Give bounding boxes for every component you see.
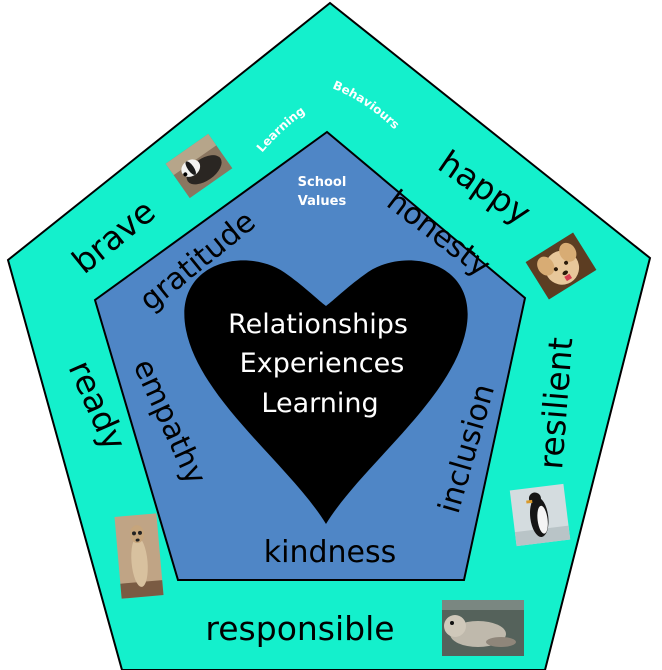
dog-icon — [525, 232, 597, 300]
value-kindness: kindness — [264, 535, 397, 570]
heart-shape — [184, 260, 468, 524]
otter-icon — [442, 600, 524, 656]
behaviour-responsible: responsible — [205, 609, 394, 648]
school-values-title-line-1: School — [298, 175, 347, 190]
badger-icon — [165, 133, 233, 199]
penguin-icon — [509, 483, 571, 547]
heart-line-relationships: Relationships — [228, 309, 408, 340]
heart-line-learning: Learning — [261, 388, 378, 419]
heart-line-experiences: Experiences — [240, 348, 405, 379]
school-values-title-line-2: Values — [298, 194, 347, 209]
meerkat-icon — [114, 513, 164, 599]
